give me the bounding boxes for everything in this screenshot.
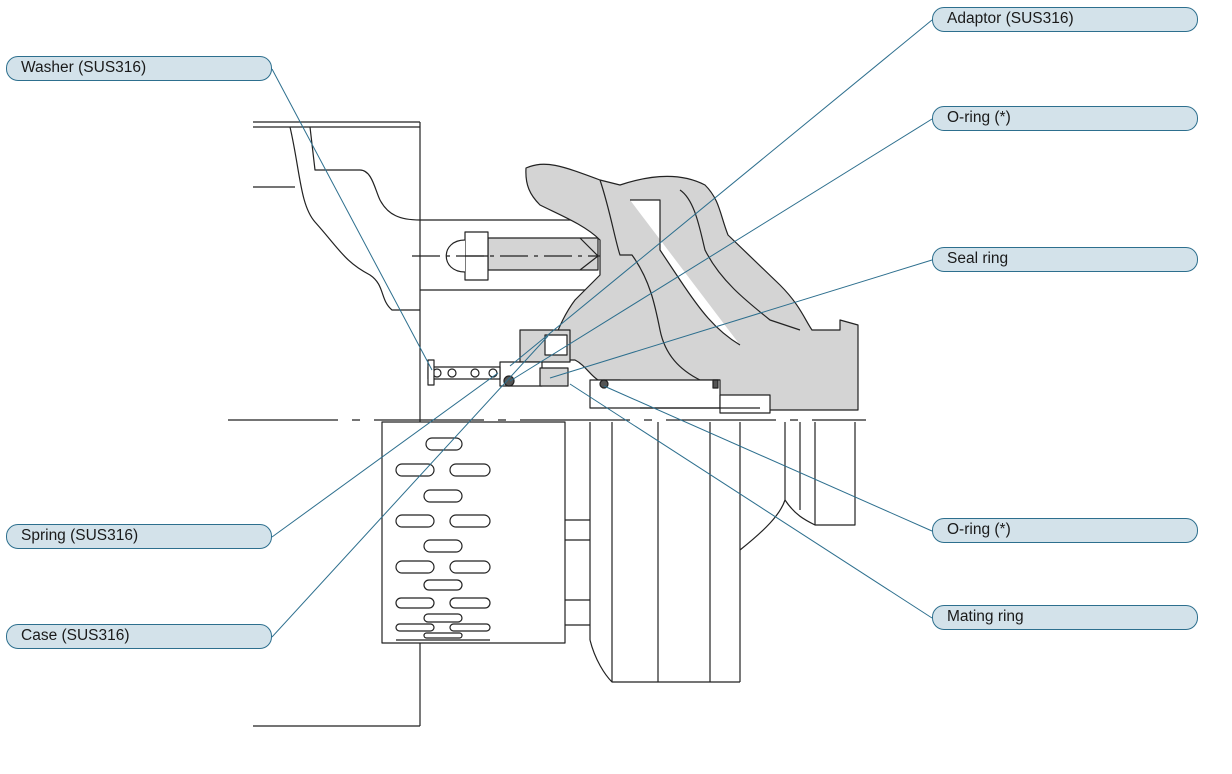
- slotted-sleeve: [381, 421, 566, 644]
- label-oring-lower: O-ring (*): [932, 518, 1198, 543]
- leader-spring: [271, 372, 499, 538]
- leader-mating: [569, 383, 933, 619]
- leader-lines: [271, 19, 933, 638]
- label-oring-upper: O-ring (*): [932, 106, 1198, 131]
- label-adaptor: Adaptor (SUS316): [932, 7, 1198, 32]
- leader-adaptor: [509, 19, 933, 367]
- leader-oring2: [603, 385, 933, 532]
- pump-casing-lower: [565, 422, 856, 683]
- leader-oring1: [509, 118, 933, 382]
- leader-case: [271, 335, 549, 638]
- label-washer: Washer (SUS316): [6, 56, 272, 81]
- label-spring: Spring (SUS316): [6, 524, 272, 549]
- label-seal-ring: Seal ring: [932, 247, 1198, 272]
- leader-washer: [271, 68, 433, 371]
- label-mating-ring: Mating ring: [932, 605, 1198, 630]
- leader-seal: [549, 259, 933, 379]
- label-case: Case (SUS316): [6, 624, 272, 649]
- gland-adaptor: [525, 163, 859, 414]
- bolt: [412, 231, 600, 281]
